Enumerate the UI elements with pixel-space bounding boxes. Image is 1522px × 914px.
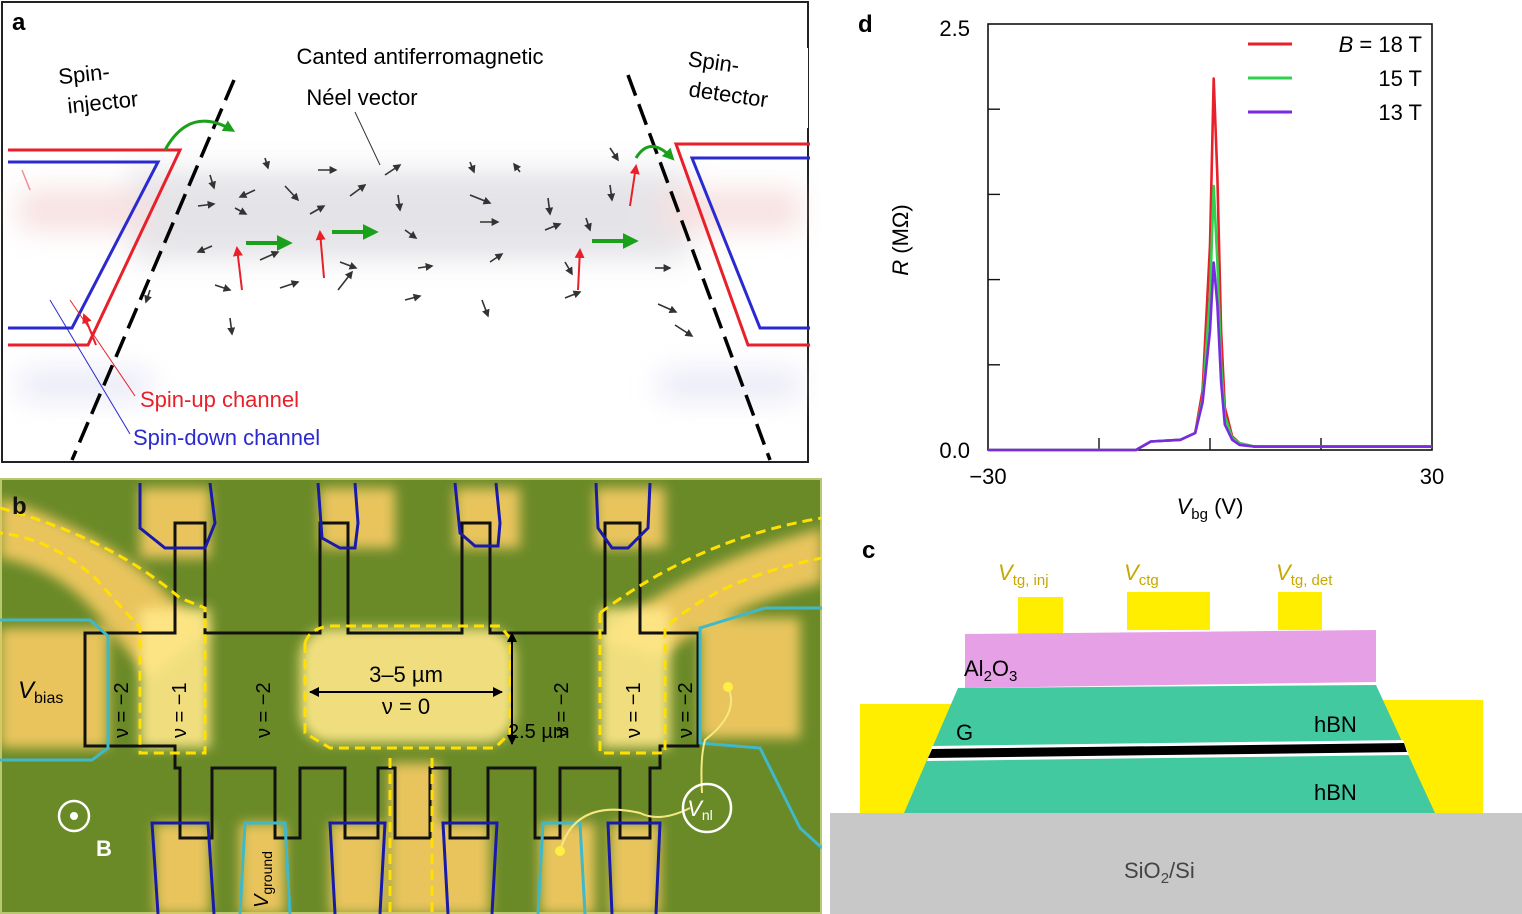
al2o3-layer [965,630,1376,688]
x-axis-label: Vbg (V) [1177,494,1244,523]
width-label: 3–5 µm [369,662,443,687]
nu-zero-label: ν = 0 [382,694,430,719]
label-neel: Néel vector [306,85,417,110]
label-spin-down: Spin-down channel [133,425,320,450]
tick-marks [988,109,1321,450]
legend: B = 18 T 15 T 13 T [1248,32,1422,125]
y-axis-label: R (MΩ) [888,204,913,275]
nu-label: ν = −2 [675,682,697,738]
panel-letter-d: d [858,11,873,38]
panel-b: Vnl B b Vbias Vground 3–5 µm ν = 0 2.5 µ… [0,478,822,914]
x-tick-label-min: −30 [969,464,1006,489]
legend-label: 15 T [1378,66,1422,91]
nu-label: ν = −1 [623,682,645,738]
label-spin-injector-1: Spin- [57,59,111,89]
vtg-inj-label: Vtg, inj [998,560,1049,589]
panel-letter-a: a [12,9,26,36]
graphene-label: G [956,720,973,745]
label-spin-up: Spin-up channel [140,387,299,412]
b-field-label: B [96,836,112,861]
legend-label: 13 T [1378,100,1422,125]
vctg-label: Vctg [1124,560,1159,589]
nu-label: ν = −2 [253,682,275,738]
top-gate-center [1127,592,1210,630]
probe-dot [723,682,733,692]
probe-dot [555,846,565,856]
substrate-label: SiO2/Si [1124,858,1195,887]
panel-d-chart: d 0.0 2.5 −30 30 Vbg (V) R (MΩ) B = 18 T… [830,0,1522,525]
nu-label: ν = −1 [169,682,191,738]
hbn-bottom-label: hBN [1314,780,1357,805]
legend-label: B = 18 T [1339,32,1422,57]
nu-label: ν = −2 [111,682,133,738]
x-tick-label-max: 30 [1420,464,1444,489]
y-tick-label-max: 2.5 [939,16,970,41]
y-tick-label-min: 0.0 [939,438,970,463]
panel-letter-b: b [12,493,27,520]
top-gate-inj [1018,597,1063,634]
vtg-det-label: Vtg, det [1276,560,1333,589]
panel-c: c Vtg, inj Vctg Vtg, det Al2O3 G hBN hBN… [828,530,1522,914]
title-canted: Canted antiferromagnetic [296,44,543,69]
series-lines [988,79,1432,451]
hbn-top-label: hBN [1314,712,1357,737]
nu-label: ν = −2 [551,682,573,738]
top-gate-det [1278,592,1322,630]
panel-a: a Canted antiferromagnetic Néel vector S… [0,0,820,466]
panel-letter-c: c [862,537,875,564]
